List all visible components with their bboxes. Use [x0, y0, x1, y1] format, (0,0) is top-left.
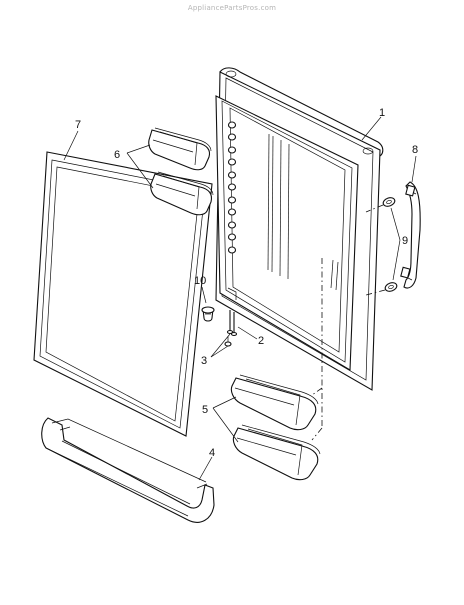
leader-lines — [63, 116, 417, 481]
door-gasket — [33, 151, 213, 437]
callout-8: 8 — [412, 144, 418, 156]
upper-door-bin-bottom — [150, 171, 214, 216]
lower-door-bin-top — [230, 374, 319, 431]
handle-mount-upper — [382, 197, 396, 207]
door-handle — [400, 181, 421, 289]
door-assembly — [215, 67, 384, 391]
bottom-door-bin — [41, 417, 215, 523]
callout-4: 4 — [209, 447, 215, 459]
callout-labels: 1 2 3 4 5 6 7 8 9 10 — [75, 107, 418, 459]
handle-mount-lower — [384, 282, 398, 292]
bin-support-pegs — [227, 121, 237, 254]
callout-7: 7 — [75, 119, 81, 131]
lower-door-bin-bottom — [232, 424, 321, 481]
watermark: AppliancePartsPros.com — [187, 4, 277, 12]
callout-5: 5 — [202, 404, 208, 416]
callout-9: 9 — [402, 235, 408, 247]
upper-door-bin-top — [148, 127, 212, 171]
hinge-screws — [224, 310, 238, 347]
callout-2: 2 — [258, 335, 264, 347]
callout-6: 6 — [114, 149, 120, 161]
callout-3: 3 — [201, 355, 207, 367]
callout-1: 1 — [379, 107, 385, 119]
door-cam — [201, 306, 215, 322]
callout-10: 10 — [194, 275, 206, 287]
